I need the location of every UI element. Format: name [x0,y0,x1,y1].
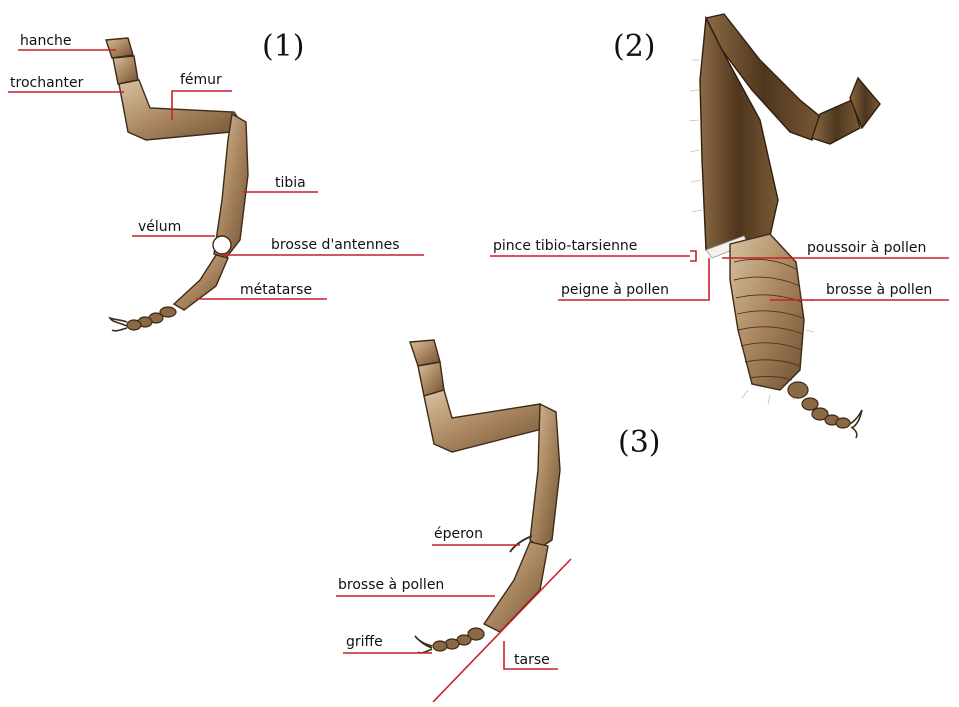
label-trochanter: trochanter [10,75,84,91]
label-metatarse: métatarse [240,282,312,298]
claw-2 [850,410,862,438]
panel-number-3: (3) [618,425,661,460]
trochanter-segment [113,56,138,84]
claw-3 [415,636,432,653]
label-tarse: tarse [514,652,550,668]
label-femur: fémur [180,72,222,88]
velum-notch [213,236,231,254]
label-pince: pince tibio-tarsienne [493,238,637,254]
femur-segment-3 [424,390,552,452]
leader-tarse-diagonal [433,559,571,702]
hanche-segment [106,38,133,58]
label-poussoir: poussoir à pollen [807,240,926,256]
femur-segment [119,80,242,140]
panel-3-middle-leg: éperon brosse à pollen griffe tarse (3) [336,340,661,702]
tarsus-beads-2 [788,382,850,428]
label-hanche: hanche [20,33,72,49]
label-brosse-pollen-3: brosse à pollen [338,577,444,593]
panel-1-front-leg: hanche trochanter fémur tibia vélum bros… [8,29,424,331]
label-peigne: peigne à pollen [561,282,669,298]
label-brosse-pollen-2: brosse à pollen [826,282,932,298]
label-tibia: tibia [275,175,306,191]
label-brosse-antennes: brosse d'antennes [271,237,400,253]
panel-number-2: (2) [613,29,656,64]
hanche-segment-3 [410,340,440,366]
label-eperon: éperon [434,526,483,542]
brosse-pollen-segment-3 [484,542,548,632]
leader-pince-bracket [690,251,696,261]
panel-number-1: (1) [262,29,305,64]
panel-2-hind-leg: pince tibio-tarsienne poussoir à pollen … [490,14,949,438]
metatarse-segment [174,255,228,310]
tarsus-beads-1 [127,307,176,330]
label-velum: vélum [138,219,181,235]
tarsus-beads-3 [433,628,484,651]
claw-1 [110,318,127,331]
label-griffe: griffe [346,634,383,650]
